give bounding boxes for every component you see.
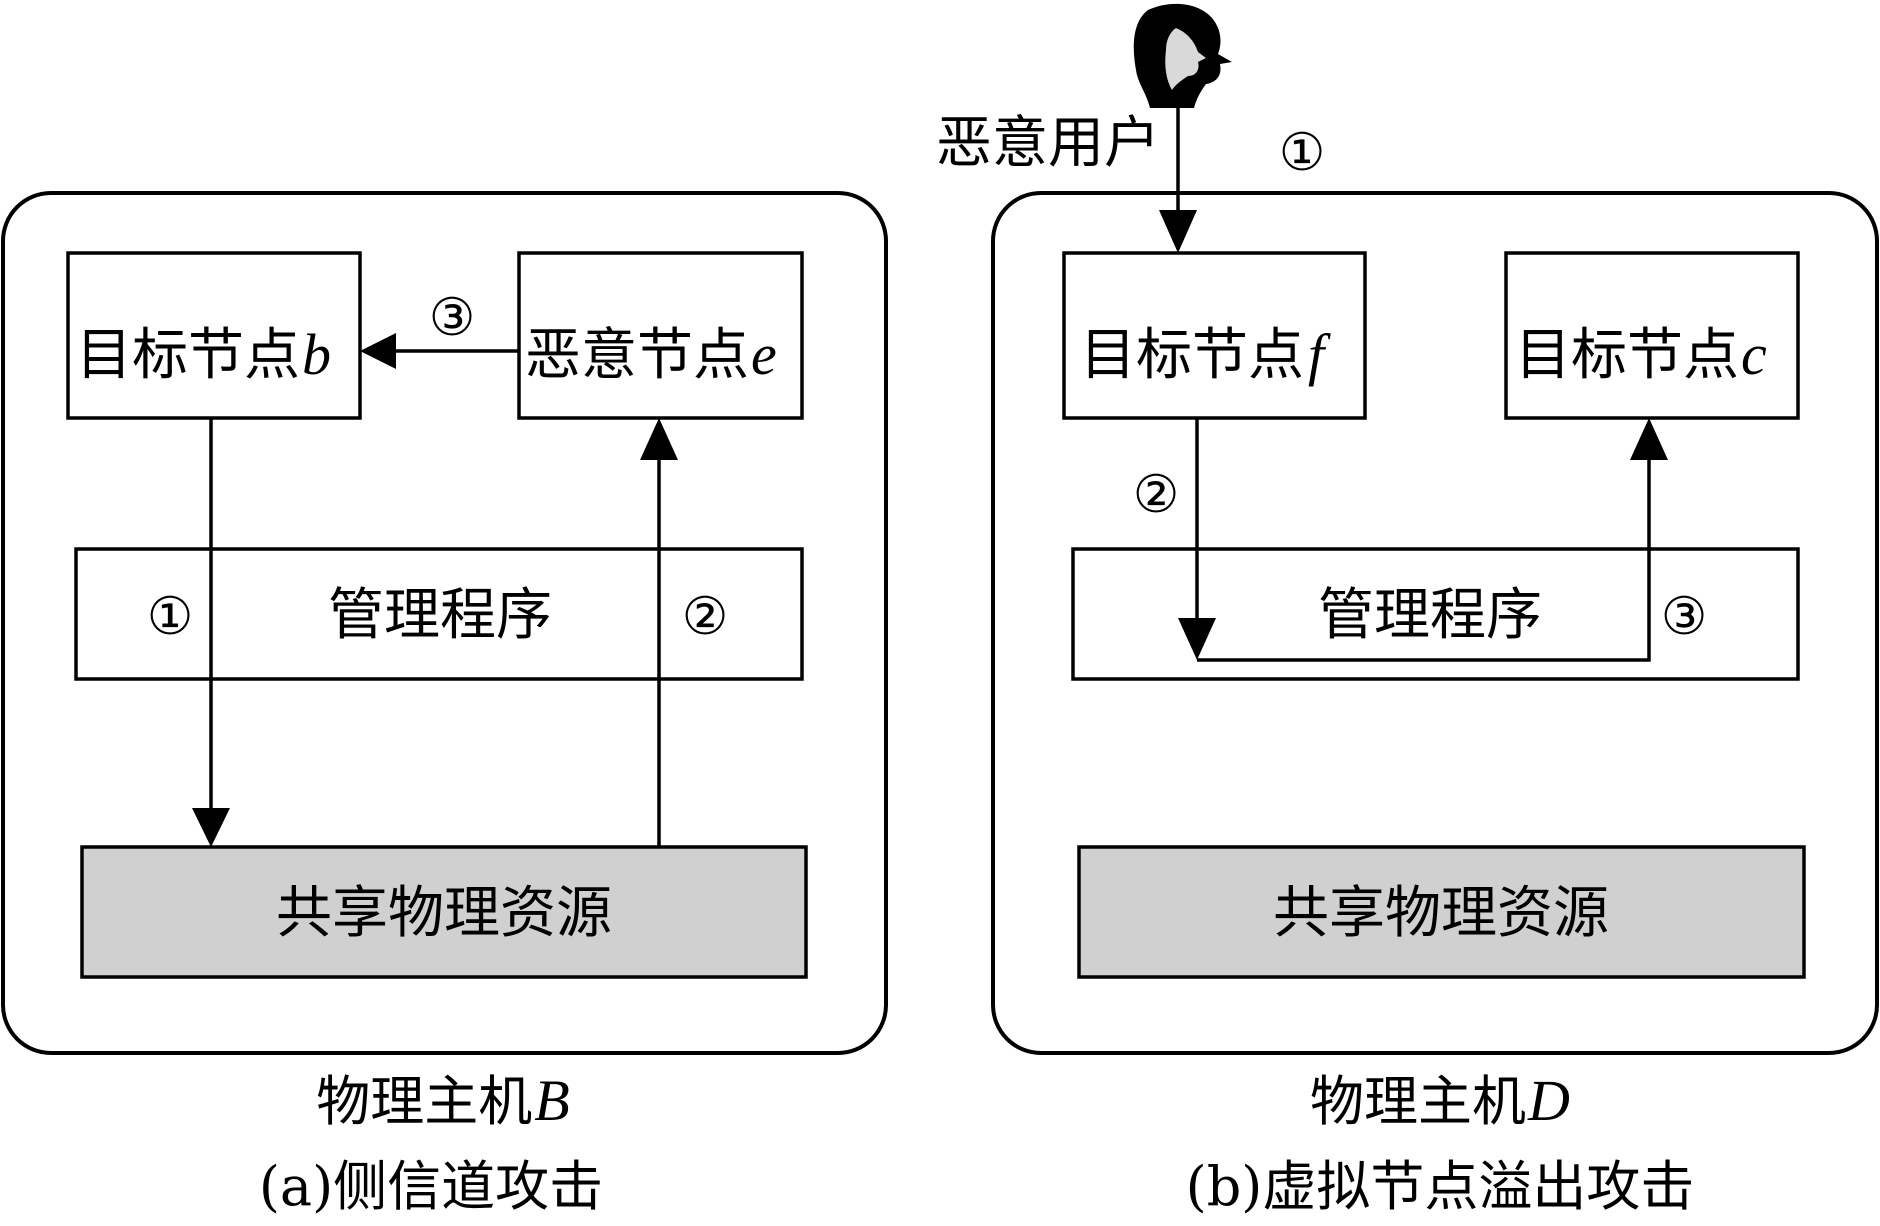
- arrow-step2-a-head: [640, 418, 678, 460]
- malicious-user-label: 恶意用户: [936, 111, 1160, 176]
- user-silhouette-icon: [1133, 3, 1232, 108]
- target-node-c-label: 目标节点c: [1515, 322, 1767, 388]
- caption-a: (a)侧信道攻击: [259, 1155, 603, 1218]
- hypervisor-b-label: 管理程序: [1318, 583, 1542, 648]
- shared-resource-a-label: 共享物理资源: [276, 881, 612, 946]
- step-1-a: ①: [147, 587, 194, 647]
- hypervisor-b: [1071, 547, 1800, 681]
- shared-resource-a: [80, 845, 808, 979]
- step-3-b: ③: [1661, 587, 1708, 647]
- hypervisor-a: [74, 547, 804, 681]
- shared-resource-b-label: 共享物理资源: [1273, 881, 1609, 946]
- arrow-step3-b-head: [1630, 418, 1668, 460]
- shared-resource-b: [1077, 845, 1806, 979]
- panel-b: 恶意用户 ① 目标节点f 目标节点c 管理程序 共享物理资源 ② ③ 物理主机D…: [936, 3, 1879, 1218]
- step-1-b: ①: [1279, 123, 1326, 183]
- hypervisor-a-label: 管理程序: [328, 583, 552, 648]
- host-d-label: 物理主机D: [1310, 1068, 1570, 1133]
- malicious-node-e-label: 恶意节点e: [525, 322, 777, 388]
- target-node-c: [1504, 251, 1800, 420]
- target-node-f-label: 目标节点f: [1080, 322, 1331, 388]
- step-3-a: ③: [429, 288, 476, 348]
- target-node-f: [1062, 251, 1367, 420]
- arrow-step2-b-head: [1178, 618, 1216, 660]
- arrow-step1-a-head: [192, 808, 230, 847]
- caption-b: (b)虚拟节点溢出攻击: [1186, 1155, 1695, 1218]
- step-2-a: ②: [682, 587, 729, 647]
- target-node-b-label: 目标节点b: [76, 322, 331, 388]
- arrow-step1-b-head: [1159, 210, 1197, 253]
- host-b-label: 物理主机B: [316, 1068, 569, 1133]
- step-2-b: ②: [1133, 465, 1180, 525]
- target-node-b: [66, 251, 362, 420]
- panel-a: 目标节点b 恶意节点e 管理程序 共享物理资源 ③ ① ② 物理主机B (a)侧…: [1, 191, 888, 1218]
- arrow-step3-a-head: [360, 333, 396, 369]
- malicious-node-e: [517, 251, 804, 420]
- arrow-step3-b: [1197, 456, 1651, 662]
